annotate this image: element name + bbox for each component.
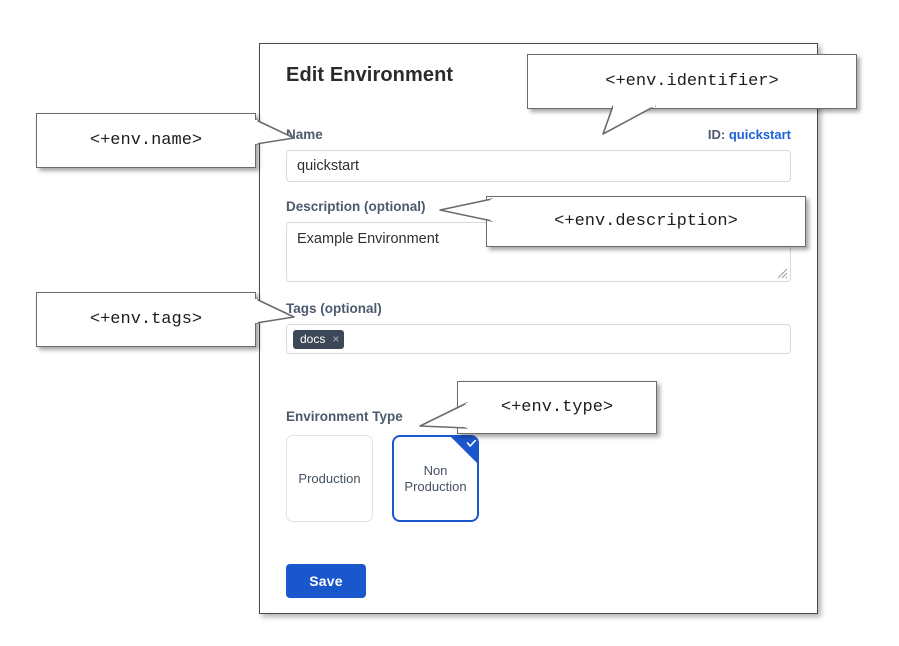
name-input[interactable] [286, 150, 791, 182]
callout-env-identifier-text: <+env.identifier> [605, 72, 779, 91]
callout-env-description-text: <+env.description> [554, 212, 738, 231]
callout-env-identifier: <+env.identifier> [527, 54, 857, 109]
description-label: Description (optional) [286, 199, 426, 214]
callout-env-description: <+env.description> [486, 196, 806, 247]
close-icon[interactable]: × [332, 331, 340, 346]
name-label: Name [286, 127, 323, 142]
callout-env-name-text: <+env.name> [89, 131, 203, 150]
id-prefix-label: ID: [707, 127, 726, 142]
callout-env-tags: <+env.tags> [36, 292, 256, 347]
environment-type-card-non-production-label: Non Production [404, 462, 467, 494]
callout-env-type-text: <+env.type> [500, 398, 614, 417]
tag-chip[interactable]: docs × [293, 329, 345, 349]
environment-type-card-production[interactable]: Production [286, 435, 373, 522]
environment-id: ID: quickstart [708, 127, 791, 142]
environment-type-card-production-label: Production [298, 470, 361, 486]
check-badge-icon [451, 437, 477, 463]
edit-environment-dialog: Edit Environment Name ID: quickstart Des… [259, 43, 818, 614]
environment-type-card-non-production[interactable]: Non Production [392, 435, 479, 522]
dialog-body: Edit Environment Name ID: quickstart Des… [286, 62, 791, 598]
tags-label-row: Tags (optional) [286, 300, 791, 317]
tags-input[interactable]: docs × [286, 324, 791, 354]
callout-env-name: <+env.name> [36, 113, 256, 168]
save-button[interactable]: Save [286, 564, 366, 598]
callout-env-type: <+env.type> [457, 381, 657, 434]
tag-chip-label: docs [300, 331, 326, 346]
description-label-row: Description (optional) [286, 198, 791, 215]
name-label-row: Name ID: quickstart [286, 126, 791, 143]
tags-label: Tags (optional) [286, 301, 382, 316]
id-value-link[interactable]: quickstart [728, 127, 791, 142]
environment-type-options: Production Non Production [286, 435, 791, 522]
callout-env-tags-text: <+env.tags> [89, 310, 203, 329]
page-title: Edit Environment [286, 64, 454, 86]
environment-type-label: Environment Type [286, 409, 403, 424]
